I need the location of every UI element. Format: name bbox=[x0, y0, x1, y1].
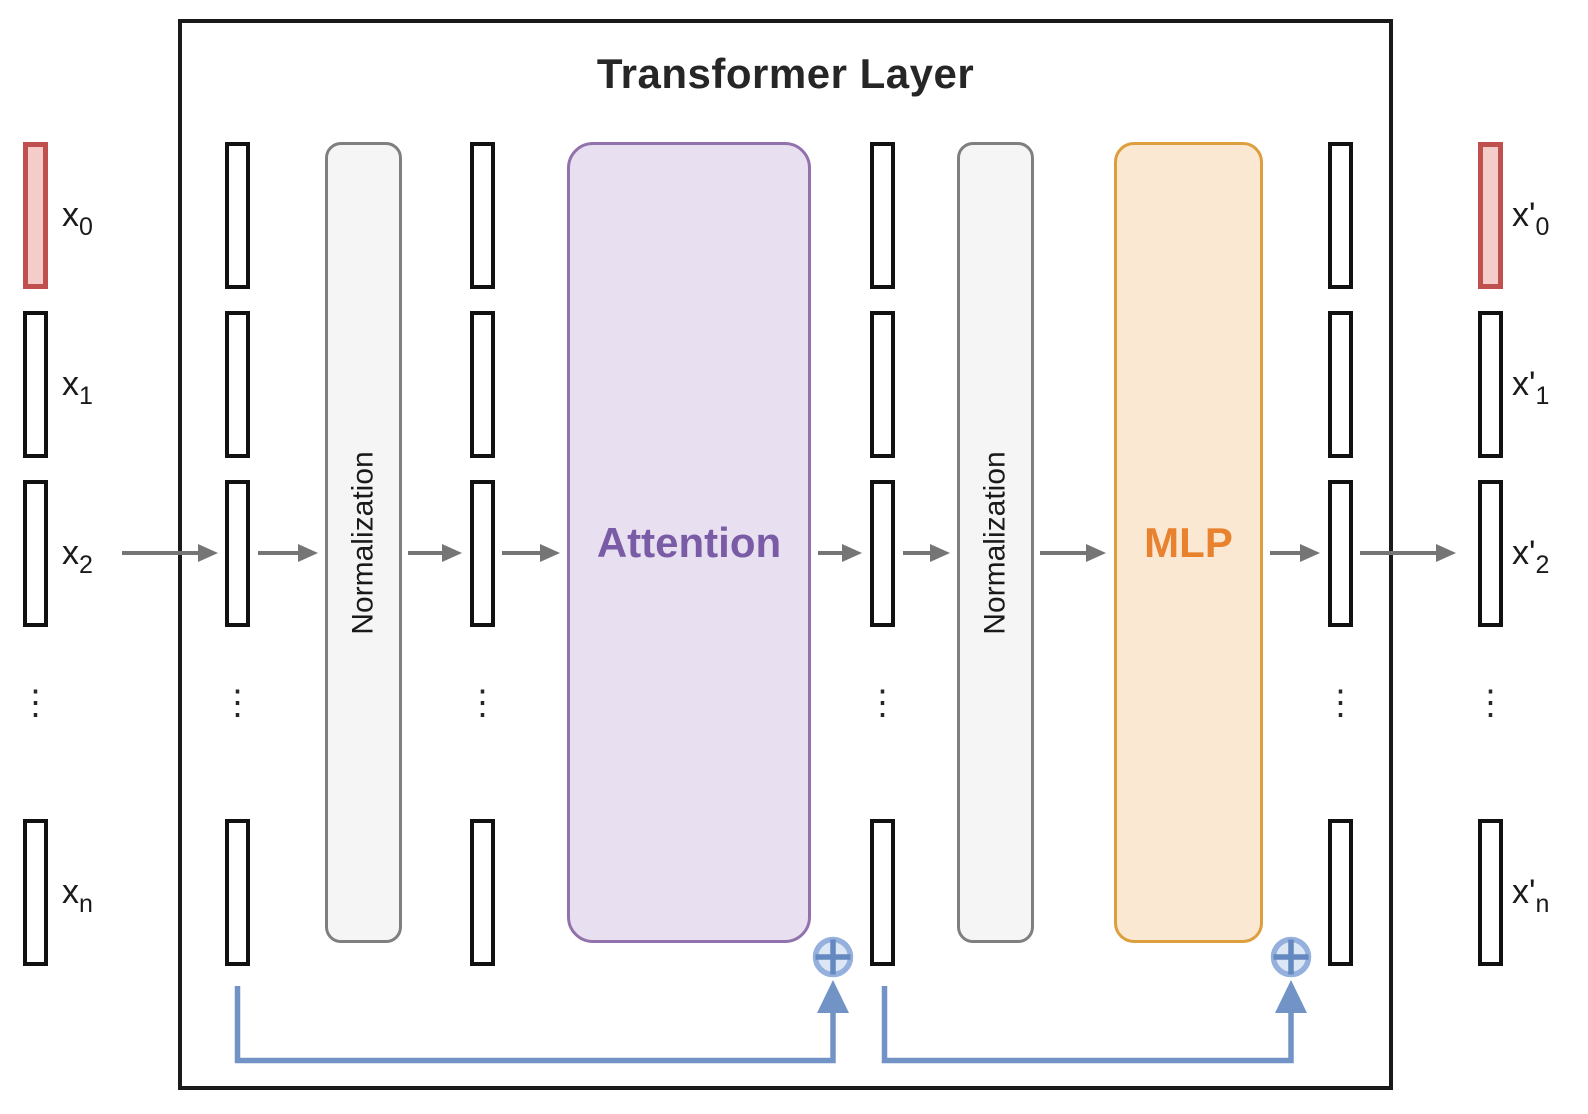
input-label-x1: x1 bbox=[62, 365, 93, 410]
output-label-x1: x'1 bbox=[1512, 365, 1550, 410]
output-label-x0: x'0 bbox=[1512, 196, 1550, 241]
ellipsis: ⋮ bbox=[18, 684, 53, 722]
layer-token-col2-2 bbox=[470, 480, 495, 627]
attention-block: Attention bbox=[567, 142, 811, 943]
layer-token-col4-n bbox=[1328, 819, 1353, 966]
normalization-block-1: Normalization bbox=[325, 142, 402, 943]
output-token-1 bbox=[1478, 311, 1503, 458]
layer-token-col2-n bbox=[470, 819, 495, 966]
normalization-block-2: Normalization bbox=[957, 142, 1034, 943]
layer-token-col4-2 bbox=[1328, 480, 1353, 627]
input-label-xn: xn bbox=[62, 873, 93, 918]
input-token-0 bbox=[23, 142, 48, 289]
layer-token-col2-1 bbox=[470, 311, 495, 458]
output-label-x2: x'2 bbox=[1512, 534, 1550, 579]
output-token-n bbox=[1478, 819, 1503, 966]
ellipsis: ⋮ bbox=[1473, 684, 1508, 722]
layer-token-col3-0 bbox=[870, 142, 895, 289]
output-label-xn: x'n bbox=[1512, 873, 1550, 918]
input-label-x0: x0 bbox=[62, 196, 93, 241]
input-token-1 bbox=[23, 311, 48, 458]
attention-label: Attention bbox=[596, 518, 782, 566]
input-label-x2: x2 bbox=[62, 534, 93, 579]
output-token-2 bbox=[1478, 480, 1503, 627]
layer-token-col1-2 bbox=[225, 480, 250, 627]
mlp-label: MLP bbox=[1144, 518, 1233, 566]
input-token-n bbox=[23, 819, 48, 966]
ellipsis: ⋮ bbox=[1323, 684, 1358, 722]
layer-token-col2-0 bbox=[470, 142, 495, 289]
diagram-title: Transformer Layer bbox=[596, 50, 975, 97]
normalization-label-2: Normalization bbox=[978, 450, 1012, 635]
normalization-label-1: Normalization bbox=[346, 450, 380, 635]
layer-token-col1-n bbox=[225, 819, 250, 966]
layer-token-col3-2 bbox=[870, 480, 895, 627]
layer-token-col1-1 bbox=[225, 311, 250, 458]
layer-token-col4-1 bbox=[1328, 311, 1353, 458]
ellipsis: ⋮ bbox=[865, 684, 900, 722]
mlp-block: MLP bbox=[1114, 142, 1263, 943]
ellipsis: ⋮ bbox=[465, 684, 500, 722]
input-token-2 bbox=[23, 480, 48, 627]
layer-token-col3-1 bbox=[870, 311, 895, 458]
layer-token-col3-n bbox=[870, 819, 895, 966]
ellipsis: ⋮ bbox=[220, 684, 255, 722]
layer-token-col1-0 bbox=[225, 142, 250, 289]
output-token-0 bbox=[1478, 142, 1503, 289]
layer-token-col4-0 bbox=[1328, 142, 1353, 289]
